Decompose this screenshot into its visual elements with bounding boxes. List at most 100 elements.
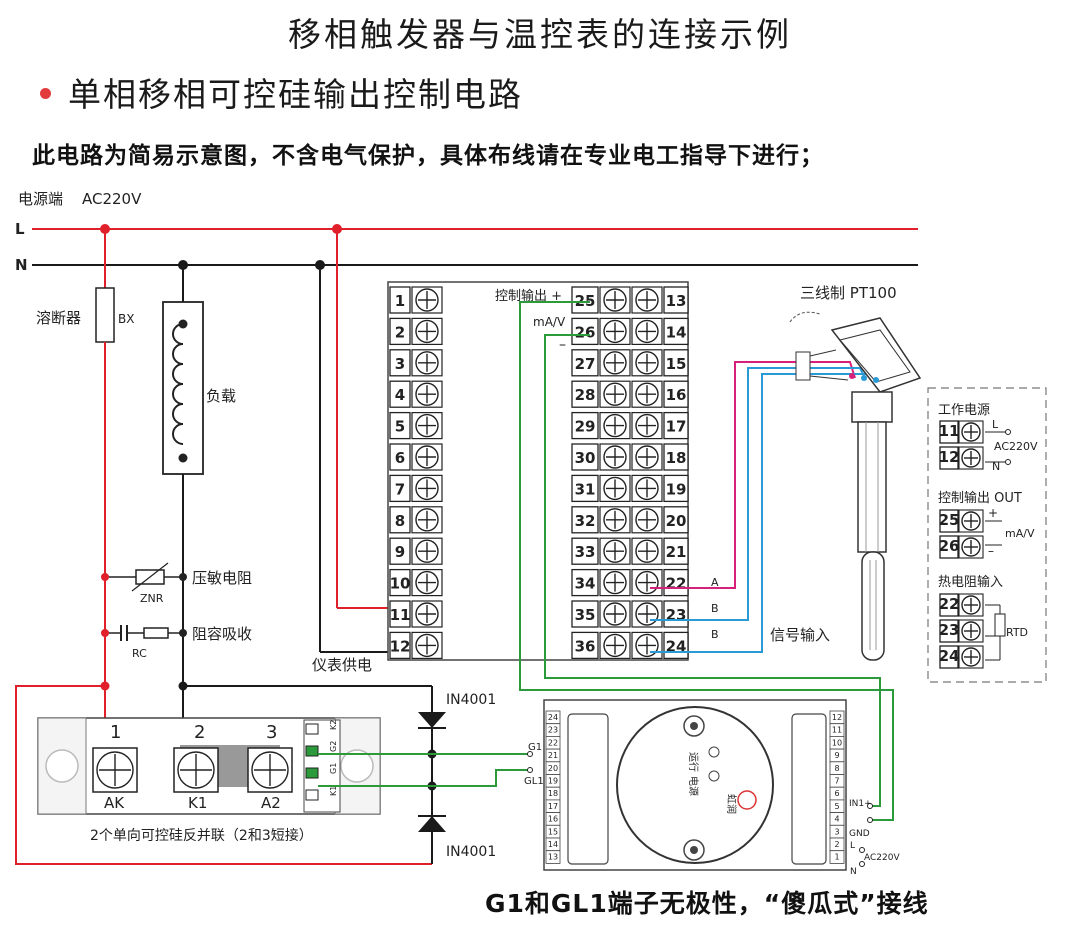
- scr-label-a2: A2: [261, 794, 281, 812]
- fuse-label: 溶断器: [36, 309, 81, 327]
- legend-terminal-number: 25: [939, 511, 960, 529]
- meter-terminal-number: 20: [666, 512, 687, 530]
- legend-out-plus: +: [988, 506, 998, 520]
- trigger-pin-number: 21: [548, 751, 558, 760]
- safety-note: 此电路为简易示意图，不含电气保护，具体布线请在专业电工指导下进行；: [32, 143, 824, 169]
- trigger-pin-number: 15: [548, 827, 558, 836]
- page-title: 移相触发器与温控表的连接示例: [288, 15, 792, 54]
- legend-terminal-number: 12: [939, 448, 960, 466]
- trigger-pin-number: 14: [548, 840, 558, 849]
- scr-red-loop: [15, 685, 432, 865]
- gate-wire-g1: [318, 769, 530, 787]
- trigger-in1: IN1+: [849, 799, 872, 809]
- meter-terminal-number: 19: [666, 480, 687, 498]
- varistor-label: 压敏电阻: [192, 569, 252, 587]
- trigger-power-l: L: [850, 841, 855, 851]
- resistor-symbol: [143, 627, 169, 639]
- meter-ma-v: mA/V: [533, 315, 566, 329]
- scr-side-label: K1: [329, 786, 338, 796]
- trigger-pin-number: 9: [834, 751, 839, 760]
- scr-side-label: G2: [329, 741, 338, 752]
- trigger-pin-number: 2: [834, 840, 839, 849]
- meter-terminal-number: 8: [395, 512, 405, 530]
- meter-terminal-number: 1: [395, 292, 405, 310]
- rtd-wire-b1: B: [711, 602, 719, 615]
- trigger-pin-number: 3: [834, 827, 839, 836]
- meter-terminal-number: 32: [575, 512, 596, 530]
- trigger-pin-number: 1: [834, 853, 839, 862]
- bullet-dot: [40, 88, 51, 99]
- legend-out-title: 控制输出 OUT: [938, 490, 1022, 506]
- legend-power-l: L: [992, 418, 999, 431]
- meter-terminal-number: 34: [575, 575, 596, 593]
- meter-power-label: 仪表供电: [312, 656, 372, 674]
- legend-terminal-number: 22: [939, 595, 960, 613]
- rtd-wire-b2: B: [711, 628, 719, 641]
- meter-terminal-number: 16: [666, 386, 687, 404]
- load-coil: [172, 323, 184, 445]
- rtd-wire-a: A: [711, 576, 719, 589]
- trigger-pin-number: 7: [834, 777, 839, 786]
- trigger-pin-number: 4: [834, 815, 839, 824]
- meter-terminal-number: 36: [575, 637, 596, 655]
- trigger-pin-number: 20: [548, 764, 558, 773]
- signal-input-label: 信号输入: [770, 626, 830, 644]
- legend-out-ma: mA/V: [1005, 527, 1035, 540]
- meter-terminal-number: 13: [666, 292, 687, 310]
- legend-rtd: RTD: [1006, 626, 1028, 639]
- trigger-gl1: GL1: [524, 776, 544, 787]
- trigger-gnd: GND: [849, 829, 870, 839]
- scr-terminal-2: 2: [194, 722, 205, 743]
- snubber-code: RC: [132, 647, 147, 660]
- meter-terminal-number: 12: [390, 637, 411, 655]
- meter-terminal-number: 31: [575, 480, 596, 498]
- trigger-g1: G1: [528, 742, 542, 753]
- meter-terminal-number: 11: [390, 606, 411, 624]
- legend-out-minus: –: [988, 544, 994, 558]
- meter-terminal-number: 14: [666, 323, 687, 341]
- trigger-led2: 电源: [687, 776, 700, 796]
- pt100-sensor: [789, 311, 922, 661]
- trigger-pin-number: 16: [548, 815, 558, 824]
- trigger-power-n: N: [850, 867, 857, 877]
- trigger-pin-number: 12: [832, 713, 842, 722]
- meter-terminal-number: 4: [395, 386, 405, 404]
- trigger-led1: 运行: [687, 752, 700, 772]
- page-subtitle: 单相移相可控硅输出控制电路: [68, 75, 523, 114]
- trigger-pin-number: 19: [548, 777, 558, 786]
- meter-terminal-number: 24: [666, 637, 687, 655]
- control-wire-plus: [519, 301, 894, 821]
- meter-terminal-number: 7: [395, 480, 405, 498]
- trigger-pin-number: 5: [834, 802, 839, 811]
- fuse-code: BX: [118, 312, 134, 326]
- footer-note: G1和GL1端子无极性，“傻瓜式”接线: [485, 889, 929, 918]
- trigger-dial: [616, 706, 774, 864]
- meter-minus: –: [559, 337, 566, 353]
- power-voltage: AC220V: [82, 190, 142, 208]
- meter-terminal-number: 15: [666, 355, 687, 373]
- trigger-pin-number: 11: [832, 726, 842, 735]
- scr-terminal-1: 1: [110, 722, 121, 743]
- scr-label-k1: K1: [188, 794, 207, 812]
- meter-terminal-number: 35: [575, 606, 596, 624]
- varistor-code: ZNR: [140, 592, 164, 605]
- meter-terminal-number: 10: [390, 575, 411, 593]
- rtd-wire-magenta: [650, 361, 856, 589]
- legend-power-n: N: [992, 460, 1000, 473]
- legend-box: [927, 387, 1047, 683]
- scr-side-label: K2: [329, 720, 338, 730]
- trigger-pin-number: 22: [548, 738, 558, 747]
- trigger-power-v: AC220V: [864, 853, 900, 863]
- meter-body: [387, 281, 689, 661]
- trigger-pin-number: 18: [548, 789, 558, 798]
- diode-top-label: IN4001: [446, 692, 496, 708]
- trigger-brand: 虹润: [725, 794, 738, 814]
- meter-terminal-number: 27: [575, 355, 596, 373]
- scr-terminal-3: 3: [266, 722, 277, 743]
- scr-terminals: [92, 747, 293, 793]
- meter-terminal-number: 28: [575, 386, 596, 404]
- trigger-pin-number: 10: [832, 738, 842, 747]
- meter-terminal-number: 22: [666, 575, 687, 593]
